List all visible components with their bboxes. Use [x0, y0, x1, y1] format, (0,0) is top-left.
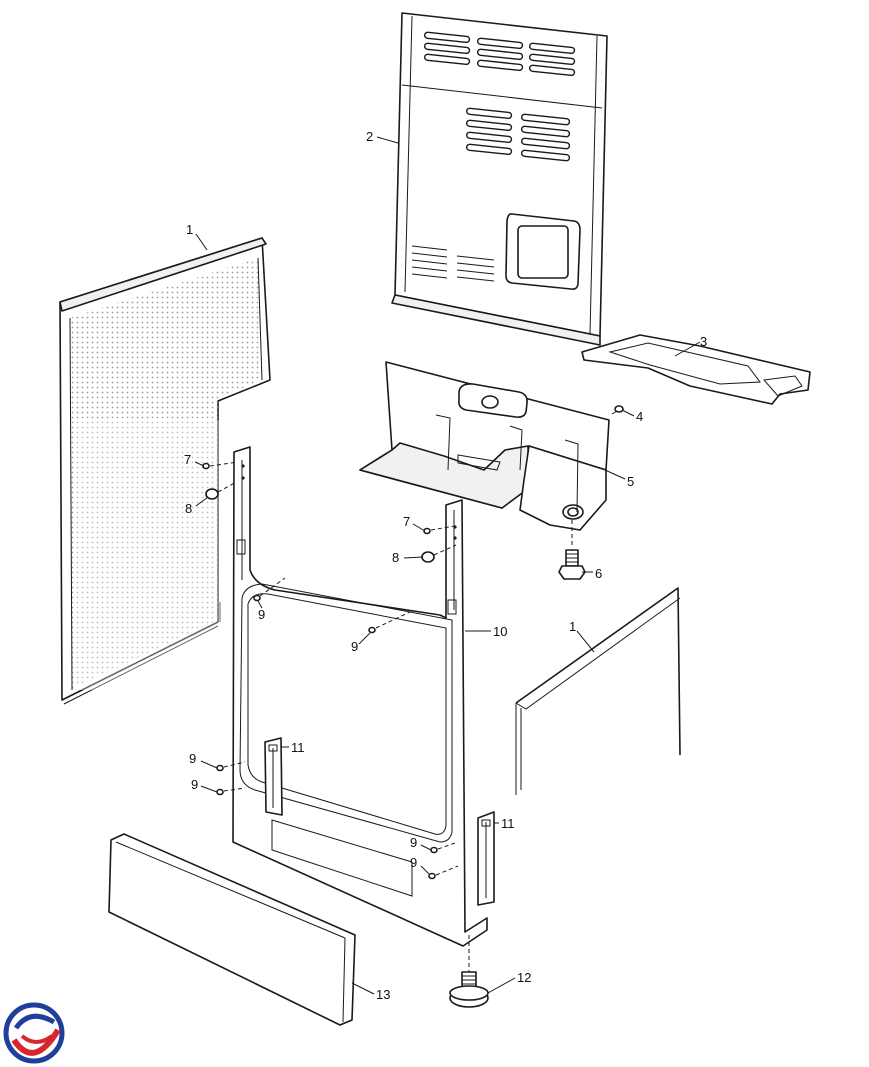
callout-6-bolt: 6 [595, 566, 602, 581]
callout-7-right: 7 [403, 514, 410, 529]
callout-9-d: 9 [191, 777, 198, 792]
callout-3-bracket-plate: 3 [700, 334, 707, 349]
side-panel-left [59, 237, 271, 705]
back-panel-top-vents [423, 31, 576, 77]
callout-1-left-side-panel: 1 [186, 222, 193, 237]
back-panel-lower-vents [411, 245, 495, 282]
callout-9-a: 9 [258, 607, 265, 622]
hinge-11-left [264, 737, 283, 816]
bolt-6 [558, 520, 586, 580]
callout-8-left: 8 [185, 501, 192, 516]
callout-8-right: 8 [392, 550, 399, 565]
back-panel-access-cover [505, 213, 581, 290]
callout-12-foot: 12 [517, 970, 531, 985]
plinth [108, 833, 356, 1026]
adjustable-foot [449, 935, 489, 1008]
front-frame [232, 446, 488, 947]
side-panel-right [515, 587, 681, 795]
bush-8-left [205, 479, 241, 500]
callout-10-front-frame: 10 [493, 624, 507, 639]
callout-9-b: 9 [351, 639, 358, 654]
callout-11-right-hinge: 11 [501, 816, 515, 831]
callout-11-left-hinge: 11 [291, 740, 305, 755]
leader-lines [194, 136, 701, 995]
base-tray [359, 361, 610, 531]
callout-5-base-tray: 5 [627, 474, 634, 489]
screws-9 [216, 577, 459, 880]
hinge-11-right [477, 811, 495, 906]
callout-9-e: 9 [410, 835, 417, 850]
callout-9-c: 9 [189, 751, 196, 766]
brand-swirl-logo [3, 1002, 65, 1064]
callout-2-back-panel: 2 [366, 129, 373, 144]
back-panel [391, 12, 608, 346]
callout-13-plinth: 13 [376, 987, 390, 1002]
back-panel-mid-vents [465, 107, 571, 162]
callout-4-screw: 4 [636, 409, 643, 424]
bracket-plate [581, 334, 811, 405]
screw-4 [611, 405, 624, 415]
callout-1-right-side-panel: 1 [569, 619, 576, 634]
callout-labels: 1 2 3 4 5 6 7 8 7 8 9 9 10 1 9 9 11 11 9… [184, 129, 707, 1002]
callout-9-f: 9 [410, 855, 417, 870]
callout-7-left: 7 [184, 452, 191, 467]
screw-7-right [423, 525, 456, 535]
